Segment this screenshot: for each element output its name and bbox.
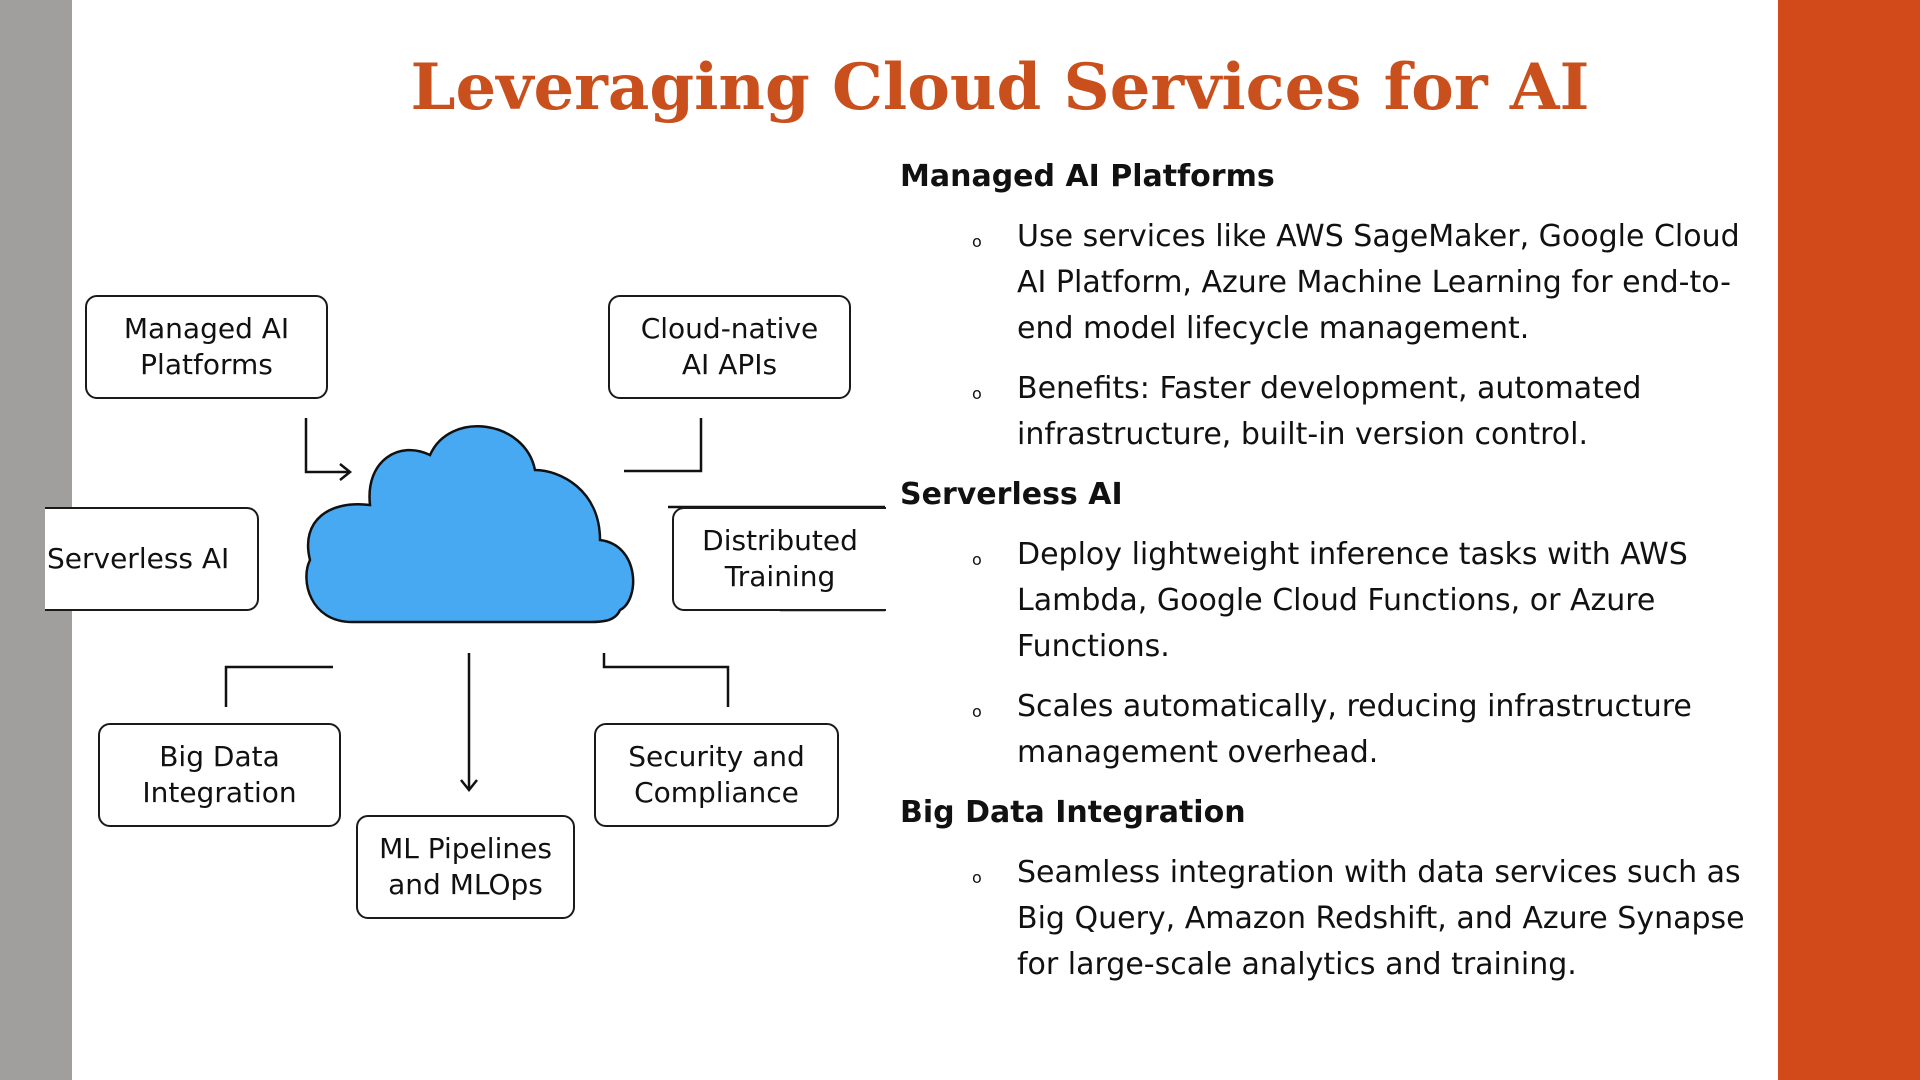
section-heading: Managed AI Platforms (900, 159, 1275, 194)
content-panel: Managed AI Platforms o Use services like… (900, 150, 1770, 998)
section-big-data: Big Data Integration o Seamless integrat… (900, 786, 1770, 988)
section-serverless-ai: Serverless AI o Deploy lightweight infer… (900, 468, 1770, 776)
arrowhead-ml-pipelines (460, 779, 478, 793)
bullet-circle-icon: o (972, 232, 982, 251)
arrowhead-managed (339, 463, 353, 481)
list-item: o Use services like AWS SageMaker, Googl… (900, 214, 1770, 352)
bullet-text: Use services like AWS SageMaker, Google … (1017, 219, 1740, 346)
bullet-circle-icon: o (972, 868, 982, 887)
connector-big-data (224, 665, 333, 707)
node-big-data-integration: Big Data Integration (98, 723, 341, 827)
node-ml-pipelines-mlops: ML Pipelines and MLOps (356, 815, 575, 919)
slide-title: Leveraging Cloud Services for AI (0, 48, 1920, 128)
bullet-text: Scales automatically, reducing infrastru… (1017, 689, 1692, 770)
bullet-text: Deploy lightweight inference tasks with … (1017, 537, 1688, 664)
section-heading: Big Data Integration (900, 795, 1246, 830)
cloud-icon (305, 425, 635, 624)
list-item: o Benefits: Faster development, automate… (900, 366, 1770, 458)
bullet-text: Benefits: Faster development, automated … (1017, 371, 1642, 452)
bullet-circle-icon: o (972, 550, 982, 569)
node-distributed-training: Distributed Training (672, 507, 886, 611)
section-managed-ai: Managed AI Platforms o Use services like… (900, 150, 1770, 458)
list-item: o Scales automatically, reducing infrast… (900, 684, 1770, 776)
node-serverless-ai: Serverless AI (45, 507, 259, 611)
list-item: o Seamless integration with data service… (900, 850, 1770, 988)
slide-title-text: Leveraging Cloud Services for AI (410, 50, 1590, 125)
right-accent-bar (1778, 0, 1920, 1080)
bullet-text: Seamless integration with data services … (1017, 855, 1745, 982)
connector-cloud-native (624, 418, 703, 473)
connector-security (602, 653, 730, 707)
connector-managed (304, 418, 350, 474)
section-heading: Serverless AI (900, 477, 1123, 512)
list-item: o Deploy lightweight inference tasks wit… (900, 532, 1770, 670)
node-cloud-native-ai-apis: Cloud-native AI APIs (608, 295, 851, 399)
bullet-circle-icon: o (972, 702, 982, 721)
bullet-circle-icon: o (972, 384, 982, 403)
node-security-compliance: Security and Compliance (594, 723, 839, 827)
node-managed-ai-platforms: Managed AI Platforms (85, 295, 328, 399)
